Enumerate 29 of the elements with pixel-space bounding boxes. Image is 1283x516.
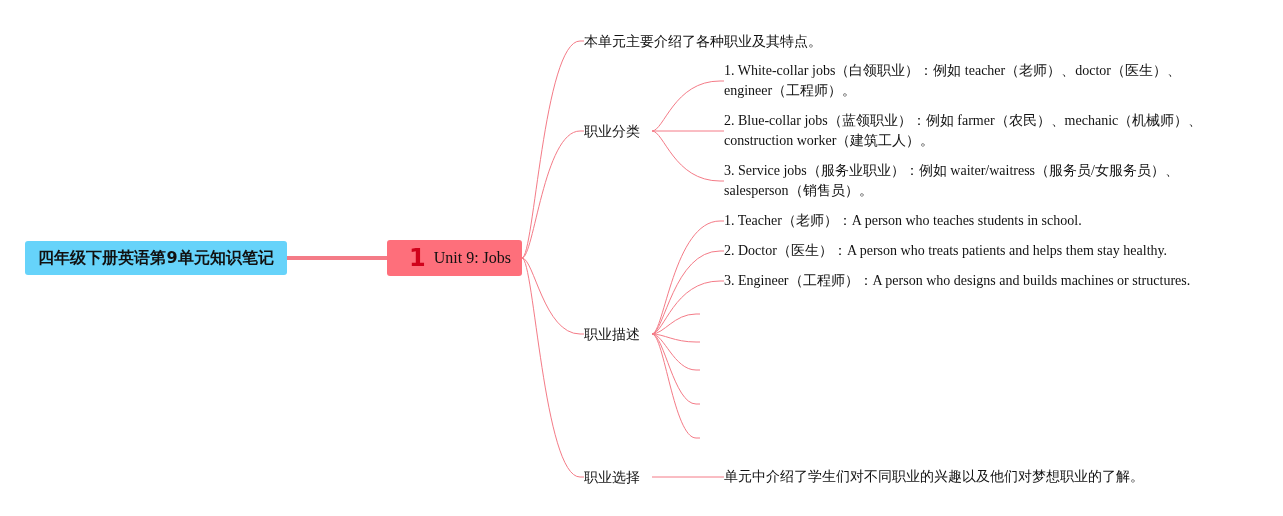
branch-line [651, 280, 725, 335]
branch-text: 本单元主要介绍了各种职业及其特点。 [584, 30, 844, 52]
priority-number: 1 [409, 244, 426, 273]
branch-line [651, 130, 725, 132]
main-topic [387, 240, 522, 276]
branch-line [651, 313, 701, 335]
note-text: 单元中介绍了学生们对不同职业的兴趣以及他们对梦想职业的了解。 [724, 466, 1164, 488]
root-topic: 四年级下册英语第9单元知识笔记 [25, 241, 287, 275]
branch-text: 职业选择 [584, 466, 640, 488]
branch-line [521, 257, 585, 335]
note-text: 3. Service jobs（服务业职业）：例如 waiter/waitress（服务员/女服务员）、salesperson（销售员）。 [724, 160, 1204, 202]
branch-line [287, 256, 387, 260]
note-text: 3. Engineer（工程师）：A person who designs and builds machines or structures. [724, 270, 1204, 292]
branch-line [651, 333, 701, 343]
branch-line [521, 257, 585, 478]
note-text: 1. White-collar jobs（白领职业）：例如 teacher（老师）、doctor（医生）、engineer（工程师）。 [724, 60, 1204, 102]
branch-line [651, 130, 725, 182]
branch-line [651, 333, 701, 439]
topic-text: Unit 9: Jobs [433, 249, 512, 267]
branch-line [651, 80, 725, 132]
branch-line [651, 476, 725, 478]
branch-line [521, 130, 585, 259]
branch-text: 职业分类 [584, 120, 640, 142]
branch-text: 职业描述 [584, 323, 640, 345]
note-text: 2. Blue-collar jobs（蓝领职业）：例如 farmer（农民）、mechanic（机械师）、construction worker（建筑工人）。 [724, 110, 1214, 152]
note-text: 1. Teacher（老师）：A person who teaches students in school. [724, 210, 1204, 232]
note-text: 2. Doctor（医生）：A person who treats patients and helps them stay healthy. [724, 240, 1204, 262]
branch-line [651, 333, 701, 405]
branch-line [651, 220, 725, 335]
